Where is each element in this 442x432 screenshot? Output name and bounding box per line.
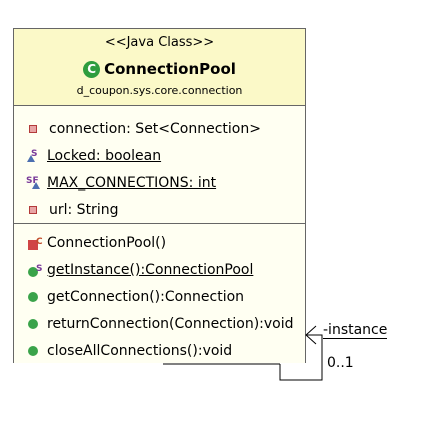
- attribute-row[interactable]: url: String: [14, 196, 305, 223]
- association-role-label: -instance: [323, 322, 388, 339]
- operation-row[interactable]: returnConnection(Connection):void: [14, 310, 305, 337]
- public-method-icon: [28, 291, 38, 302]
- association-multiplicity-label: 0..1: [327, 355, 354, 371]
- class-name: ConnectionPool: [104, 60, 236, 78]
- private-field-icon: [29, 124, 37, 133]
- operation-label: returnConnection(Connection):void: [47, 315, 294, 332]
- attribute-row[interactable]: connection: Set<Connection>: [14, 115, 305, 142]
- operations-compartment: C ConnectionPool() S getInstance():Conne…: [14, 225, 305, 363]
- attribute-row[interactable]: SF MAX_CONNECTIONS: int: [14, 169, 305, 196]
- class-icon: C: [83, 60, 101, 78]
- class-stereotype: <<Java Class>>: [104, 35, 215, 50]
- private-field-icon: [29, 205, 37, 214]
- static-final-field-icon: SF: [26, 176, 40, 190]
- operation-row[interactable]: C ConnectionPool(): [14, 229, 305, 256]
- attribute-label: MAX_CONNECTIONS: int: [47, 174, 217, 191]
- class-name-row: C ConnectionPool: [14, 59, 305, 79]
- public-method-icon: [28, 345, 38, 356]
- class-header: <<Java Class>> C ConnectionPool d_coupon…: [14, 29, 305, 106]
- attribute-row[interactable]: S Locked: boolean: [14, 142, 305, 169]
- operation-row[interactable]: getConnection():Connection: [14, 283, 305, 310]
- static-field-icon: S: [26, 149, 40, 163]
- attribute-label: Locked: boolean: [47, 147, 162, 164]
- attributes-compartment: connection: Set<Connection> S Locked: bo…: [14, 106, 305, 224]
- operation-row[interactable]: closeAllConnections():void: [14, 337, 305, 364]
- public-method-icon: [28, 318, 38, 329]
- operation-label: closeAllConnections():void: [47, 342, 233, 359]
- constructor-method-icon: C: [28, 237, 43, 250]
- class-package: d_coupon.sys.core.connection: [76, 84, 243, 97]
- attribute-label: connection: Set<Connection>: [49, 120, 261, 137]
- attribute-label: url: String: [49, 201, 119, 218]
- static-method-icon: S: [28, 264, 42, 277]
- operation-row[interactable]: S getInstance():ConnectionPool: [14, 256, 305, 283]
- operation-label: getConnection():Connection: [47, 288, 245, 305]
- operation-label: ConnectionPool(): [47, 234, 167, 251]
- association-arrowhead: [305, 325, 317, 345]
- uml-class-box[interactable]: <<Java Class>> C ConnectionPool d_coupon…: [13, 28, 306, 363]
- operation-label: getInstance():ConnectionPool: [47, 261, 254, 278]
